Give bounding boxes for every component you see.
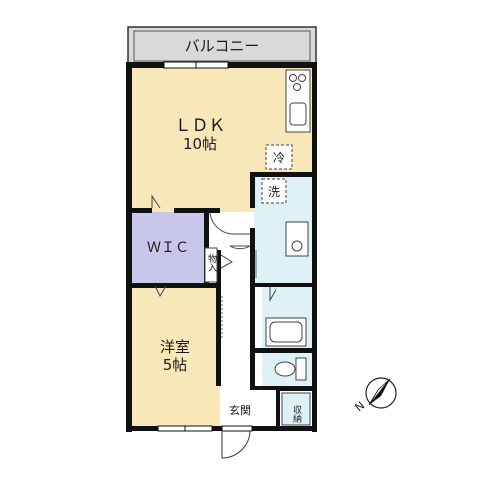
refrigerator-label: 冷 (273, 151, 285, 165)
wic-label: ＷＩＣ (147, 240, 189, 256)
stove-burner-2 (298, 74, 306, 82)
stove-burner-1 (289, 74, 297, 82)
door-swings (151, 194, 277, 302)
entrance-area (222, 390, 276, 426)
compass: N (353, 377, 397, 414)
western-room-name: 洋室 (160, 338, 190, 356)
balcony-inner-rail (133, 30, 311, 62)
wic-room (132, 212, 204, 284)
refrigerator-space (265, 144, 293, 170)
ldk-name: ＬＤＫ (175, 116, 226, 136)
stove-burner-3 (293, 83, 301, 91)
ldk-size: 10帖 (183, 135, 217, 153)
western-room-size: 5帖 (163, 356, 188, 374)
wash-basin (285, 221, 309, 257)
shoe-storage-label: 収納 (291, 404, 302, 424)
corridor (220, 246, 254, 390)
washer-label: 洗 (268, 185, 280, 199)
storage-small-label: 物入 (206, 253, 217, 272)
toilet (295, 357, 307, 381)
washer-space (261, 178, 287, 204)
entrance-label: 玄関 (229, 403, 251, 417)
balcony-label: バルコニー (185, 37, 260, 55)
compass-north-label: N (353, 399, 368, 414)
small-storage (204, 247, 218, 283)
western-room (132, 286, 220, 427)
shoe-storage (281, 392, 311, 426)
front-door (221, 425, 253, 459)
ldk-room (132, 67, 254, 212)
kitchen-sink (289, 102, 307, 126)
